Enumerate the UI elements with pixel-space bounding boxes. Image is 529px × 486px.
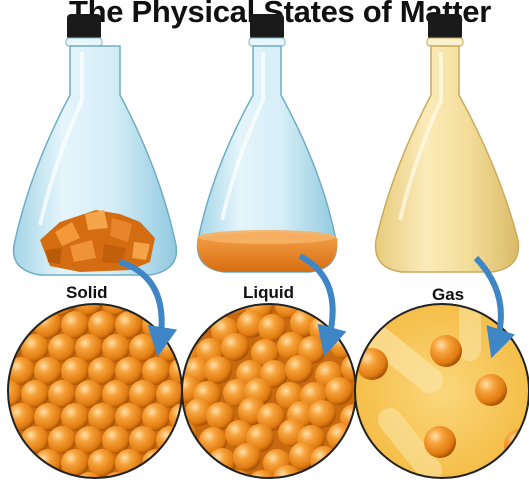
solid-particle xyxy=(8,449,35,477)
liquid-particle xyxy=(352,304,356,322)
liquid-particle xyxy=(208,448,236,476)
solid-particle xyxy=(34,357,62,385)
liquid-particles-view xyxy=(181,303,357,479)
liquid-particle xyxy=(285,355,313,383)
liquid-particle xyxy=(251,339,279,367)
gas-zoom-arrow xyxy=(473,255,515,359)
solid-label: Solid xyxy=(66,283,108,302)
solid-particle xyxy=(75,380,103,408)
liquid-particle xyxy=(237,310,265,338)
solid-particle xyxy=(34,403,62,431)
solid-flask xyxy=(12,14,178,276)
solid-particle xyxy=(115,357,143,385)
solid-particle xyxy=(210,472,238,486)
solid-particle xyxy=(169,449,182,477)
gas-particle xyxy=(430,335,462,367)
liquid-particle xyxy=(303,471,331,478)
liquid-particle xyxy=(182,467,199,478)
liquid-particle xyxy=(308,400,336,428)
solid-particle xyxy=(75,334,103,362)
solid-particle xyxy=(8,472,22,478)
solid-particle xyxy=(129,380,157,408)
solid-particle xyxy=(115,403,143,431)
solid-particle xyxy=(88,357,116,385)
gas-particle xyxy=(475,374,507,406)
liquid-particle xyxy=(225,420,253,448)
solid-particle xyxy=(61,311,89,339)
gas-flask xyxy=(374,14,520,273)
solid-particle xyxy=(169,357,182,385)
solid-particle xyxy=(8,304,22,316)
solid-particle xyxy=(183,288,211,316)
liquid-particle xyxy=(221,333,249,361)
solid-particle xyxy=(88,449,116,477)
liquid-particle xyxy=(325,377,353,405)
solid-particle xyxy=(129,426,157,454)
solid-particle xyxy=(88,311,116,339)
liquid-label: Liquid xyxy=(243,283,294,302)
liquid-particle xyxy=(329,464,356,478)
solid-particle xyxy=(156,472,182,478)
liquid-particle xyxy=(194,304,222,320)
solid-particle xyxy=(88,403,116,431)
solid-particle xyxy=(75,426,103,454)
liquid-particle xyxy=(204,356,232,384)
solid-particle xyxy=(102,334,130,362)
solid-particle xyxy=(48,334,76,362)
solid-particle xyxy=(61,449,89,477)
liquid-particle xyxy=(350,468,356,478)
liquid-flask xyxy=(196,14,338,273)
solid-particle xyxy=(115,311,143,339)
solid-particle xyxy=(142,403,170,431)
solid-particle xyxy=(34,449,62,477)
liquid-particle xyxy=(185,398,213,426)
liquid-particle xyxy=(182,311,209,339)
solid-particle xyxy=(8,380,22,408)
liquid-particle xyxy=(257,403,285,431)
solid-particle xyxy=(21,334,49,362)
gas-particles-view xyxy=(354,303,529,479)
solid-crystals xyxy=(40,210,155,272)
solid-particle xyxy=(61,403,89,431)
liquid-zoom-arrow xyxy=(298,253,347,357)
solid-particle xyxy=(48,426,76,454)
solid-particle xyxy=(102,380,130,408)
liquid-particle xyxy=(233,443,261,471)
solid-particle xyxy=(142,357,170,385)
liquid-particle xyxy=(192,466,220,478)
liquid-particle xyxy=(342,441,356,469)
liquid-particle xyxy=(260,360,288,388)
liquid-particle xyxy=(277,332,305,360)
solid-particle xyxy=(61,357,89,385)
liquid-particle xyxy=(206,402,234,430)
gas-label: Gas xyxy=(432,285,465,304)
liquid-particle xyxy=(182,304,201,316)
solid-zoom-arrow xyxy=(119,259,178,357)
solid-particle xyxy=(48,380,76,408)
liquid-particle xyxy=(327,423,355,451)
liquid-particle xyxy=(289,442,317,470)
liquid-particle xyxy=(199,427,227,455)
solid-particle xyxy=(169,311,182,339)
solid-particle xyxy=(102,426,130,454)
solid-particle xyxy=(21,304,49,316)
liquid-particle xyxy=(273,465,301,478)
gas-particle xyxy=(424,426,456,458)
solid-particle xyxy=(75,304,103,316)
solid-particle xyxy=(21,472,49,478)
solid-particle xyxy=(156,380,182,408)
solid-particle xyxy=(129,472,157,478)
liquid-particle xyxy=(258,314,286,342)
solid-particle xyxy=(8,357,35,385)
gas-particle xyxy=(356,348,388,380)
solid-particle xyxy=(21,380,49,408)
solid-particle xyxy=(183,472,211,486)
liquid-particle xyxy=(339,313,356,341)
